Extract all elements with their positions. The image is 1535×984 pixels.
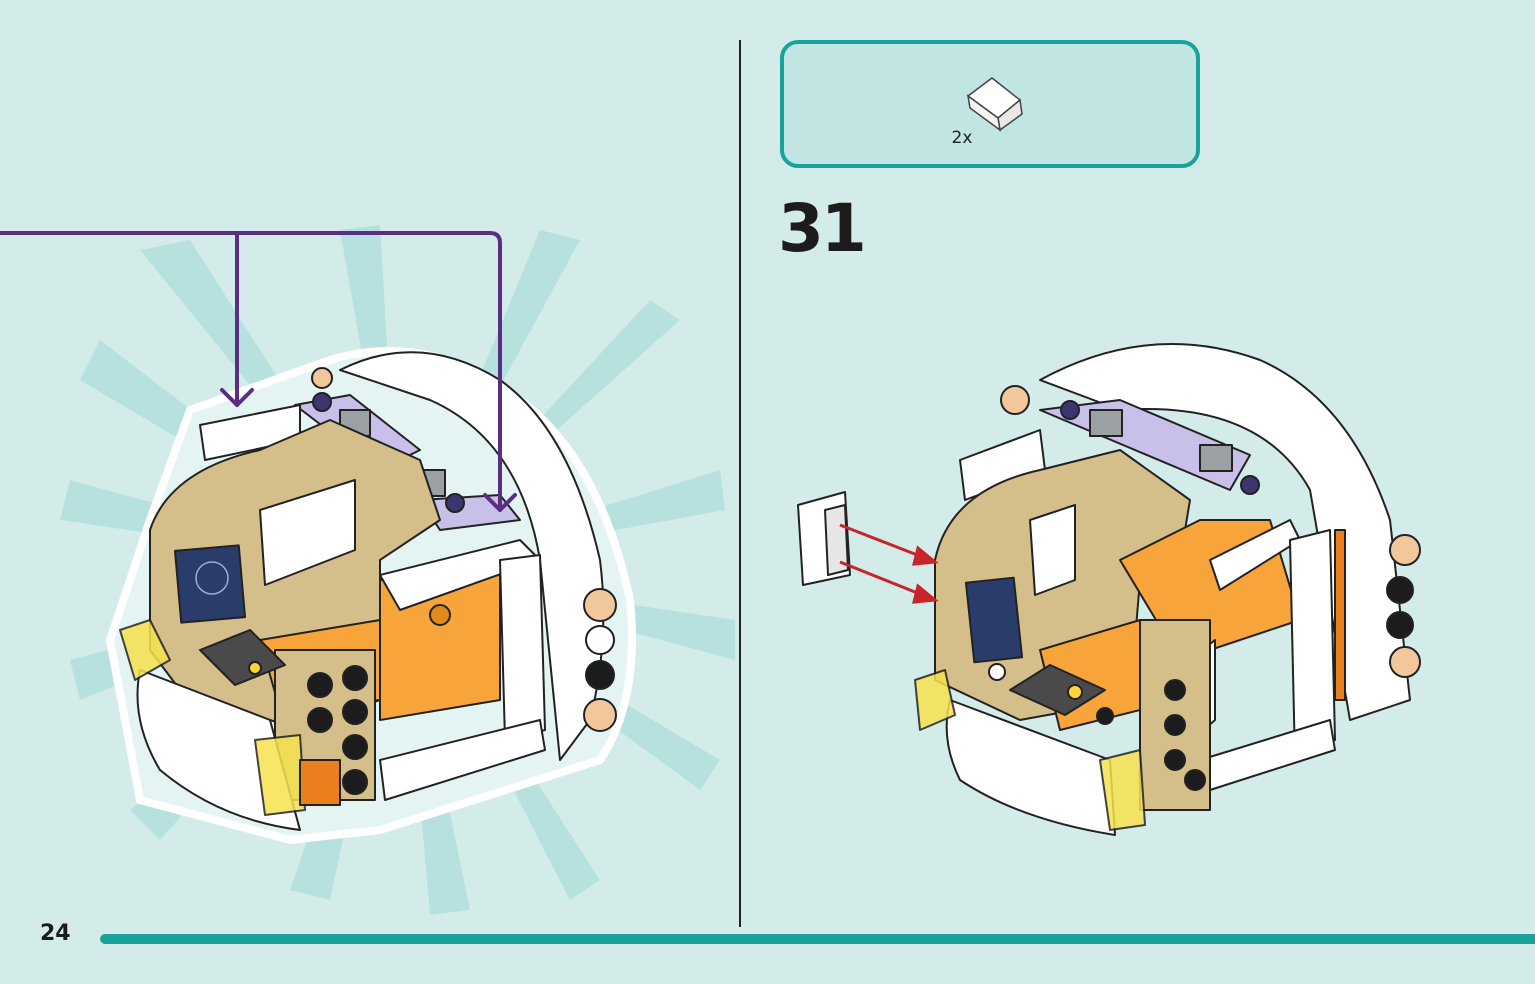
white-slope-tile-icon [966,77,1023,132]
step-number: 31 [778,190,867,267]
progress-bar [100,934,1535,944]
callout-arrows [0,231,517,512]
parts-list-box: 2x [780,40,1200,168]
left-panel [0,225,735,915]
page-divider [739,40,741,927]
placement-arrows [839,523,939,604]
part-quantity: 2x [951,128,973,148]
page-number: 24 [40,921,71,946]
submodel-illustration [119,351,617,831]
